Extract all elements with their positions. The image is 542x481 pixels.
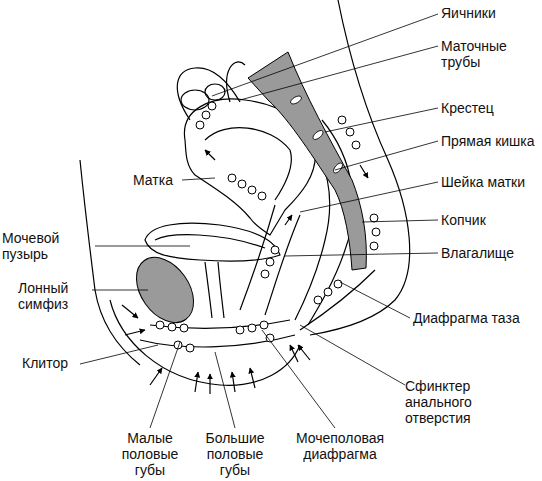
muscle-fiber xyxy=(248,324,256,332)
leader-line xyxy=(262,330,335,428)
muscle-fiber xyxy=(168,323,176,331)
leader-line xyxy=(340,282,410,318)
part-label: Малые половые губы xyxy=(112,430,188,478)
fallopian-tube xyxy=(177,68,240,120)
muscle-fiber xyxy=(266,258,274,266)
part-label: Клитор xyxy=(22,355,82,371)
muscle-fiber xyxy=(208,102,216,110)
muscle-fiber xyxy=(338,116,346,124)
vagina xyxy=(240,205,300,315)
muscle-fiber xyxy=(352,141,360,149)
muscle-fiber xyxy=(196,121,204,129)
part-label: Маточные трубы xyxy=(441,38,516,70)
force-arrow xyxy=(205,150,215,160)
force-arrow xyxy=(122,305,138,318)
leader-line xyxy=(215,352,235,428)
urogenital-diaphragm xyxy=(140,335,295,347)
leader-line xyxy=(92,290,148,291)
leader-line xyxy=(362,220,438,222)
part-label: Большие половые губы xyxy=(197,430,273,478)
part-label: Копчик xyxy=(441,212,536,228)
part-label: Диафрагма таза xyxy=(413,310,541,326)
sacral-foramen xyxy=(289,94,302,105)
part-label: Крестец xyxy=(441,100,536,116)
force-arrow xyxy=(298,345,310,360)
muscle-fiber xyxy=(334,280,342,288)
force-arrow xyxy=(290,345,298,362)
muscle-fiber xyxy=(258,192,266,200)
force-arrow xyxy=(232,372,235,392)
part-label: Лонный симфиз xyxy=(18,280,88,312)
muscle-fiber xyxy=(180,324,188,332)
leader-line xyxy=(240,46,438,100)
part-label: Шейка матки xyxy=(441,174,541,190)
muscle-fiber xyxy=(324,288,332,296)
force-arrow xyxy=(150,368,162,385)
muscle-fiber xyxy=(248,186,256,194)
leader-line xyxy=(80,345,158,364)
force-arrow xyxy=(125,330,145,335)
leader-line xyxy=(95,246,190,247)
part-label: Мочеполовая диафрагма xyxy=(285,430,395,462)
muscle-fiber xyxy=(156,321,164,329)
force-arrow xyxy=(250,368,255,388)
part-label: Яичники xyxy=(441,5,536,21)
leader-line xyxy=(182,178,215,180)
force-arrow xyxy=(195,372,198,392)
muscle-fiber xyxy=(228,174,236,182)
force-arrow xyxy=(209,374,210,394)
muscle-fiber xyxy=(372,228,380,236)
muscle-fiber xyxy=(238,180,246,188)
muscle-fiber xyxy=(186,344,194,352)
part-label: Сфинктер анального отверстия xyxy=(405,378,495,426)
urethra xyxy=(205,262,224,318)
leader-line xyxy=(335,141,438,170)
muscle-fiber xyxy=(202,111,210,119)
muscle-fiber xyxy=(370,214,378,222)
uterine-cavity xyxy=(205,128,291,200)
part-label: Прямая кишка xyxy=(441,133,541,149)
leader-line xyxy=(150,342,180,428)
part-label: Мочевой пузырь xyxy=(2,230,92,262)
body-outline xyxy=(80,160,140,365)
muscle-fiber xyxy=(260,321,268,329)
fallopian-tube xyxy=(227,62,245,102)
sacrum xyxy=(248,52,366,270)
part-label: Влагалище xyxy=(441,245,541,261)
muscle-fiber xyxy=(370,242,378,250)
sacral-foramen xyxy=(311,129,324,141)
muscle-fiber xyxy=(271,246,279,254)
leader-line xyxy=(300,182,438,212)
leader-line xyxy=(300,325,405,385)
part-label: Матка xyxy=(133,172,181,188)
pelvic-diaphragm xyxy=(300,270,375,330)
muscle-fiber xyxy=(236,326,244,334)
leader-line xyxy=(285,253,438,256)
force-arrow xyxy=(285,215,292,225)
force-arrow xyxy=(360,165,368,178)
muscle-fiber xyxy=(314,296,322,304)
leader-line xyxy=(325,108,438,132)
muscle-fiber xyxy=(261,270,269,278)
muscle-fiber xyxy=(346,128,354,136)
